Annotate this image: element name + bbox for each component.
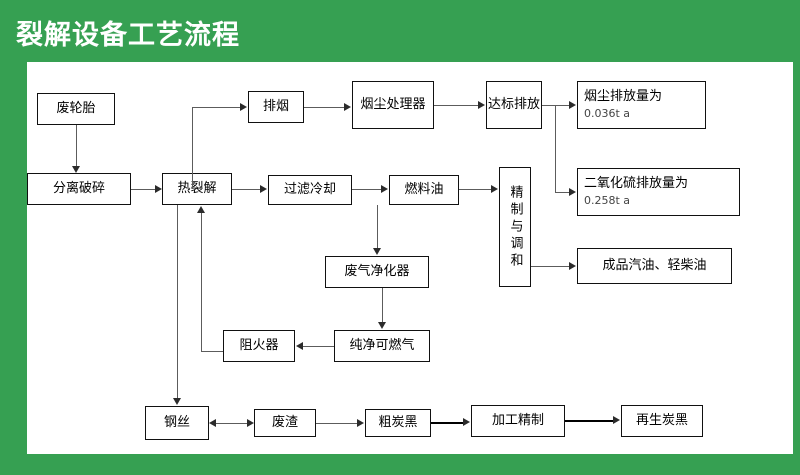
page-title: 裂解设备工艺流程 xyxy=(16,20,240,51)
node-dust-emission[interactable]: 烟尘排放量为 0.036t a xyxy=(577,81,706,129)
node-dust-emission-value: 0.036t a xyxy=(584,107,631,121)
edge-pyrolysis-to-exhaust-smoke-arrow xyxy=(240,103,247,111)
edge-process-refine-to-recycled-carbon xyxy=(565,420,613,422)
node-so2-emission-value: 0.258t a xyxy=(584,194,631,208)
node-process-refine[interactable]: 加工精制 xyxy=(471,405,565,437)
edge-filter-cool-to-gas-purifier-arrow xyxy=(373,248,381,255)
edge-steel-wire-to-waste-residue-arrow-right xyxy=(247,419,254,427)
edge-flame-arrester-to-pyrolysis xyxy=(201,351,223,352)
edge-filter-cool-to-fuel-oil xyxy=(352,189,381,190)
edge-crude-carbon-to-process-refine xyxy=(431,422,463,424)
node-filter-cool[interactable]: 过滤冷却 xyxy=(268,175,352,205)
node-waste-tire[interactable]: 废轮胎 xyxy=(37,93,115,125)
edge-filter-cool-to-gas-purifier xyxy=(377,205,378,248)
node-standard-emission[interactable]: 达标排放 xyxy=(486,81,542,129)
edge-standard-emission-to-so2-arrow xyxy=(569,188,576,196)
node-pyrolysis[interactable]: 热裂解 xyxy=(162,173,232,205)
node-finished-oil[interactable]: 成品汽油、轻柴油 xyxy=(577,248,732,284)
node-flame-arrester[interactable]: 阻火器 xyxy=(223,330,295,362)
edge-clean-gas-to-flame-arrester-arrow xyxy=(296,342,303,350)
edge-separate-crush-to-pyrolysis xyxy=(131,189,155,190)
edge-waste-residue-to-crude-carbon-arrow xyxy=(357,419,364,427)
node-so2-emission[interactable]: 二氧化硫排放量为 0.258t a xyxy=(577,168,740,216)
flowchart-canvas: 废轮胎 分离破碎 热裂解 排烟 烟尘处理器 达标排放 烟尘排放量为 0.036t… xyxy=(27,62,793,454)
edge-waste-residue-to-crude-carbon xyxy=(316,423,357,424)
title-bar: 裂解设备工艺流程 xyxy=(0,0,800,62)
node-so2-emission-label: 二氧化硫排放量为 xyxy=(584,176,689,191)
edge-pyrolysis-to-steel-wire xyxy=(177,205,178,398)
edge-refine-blend-to-finished-oil-arrow xyxy=(569,262,576,270)
node-waste-residue[interactable]: 废渣 xyxy=(254,409,316,437)
node-clean-gas[interactable]: 纯净可燃气 xyxy=(334,330,430,362)
edge-fuel-oil-to-refine-blend xyxy=(459,189,491,190)
node-dust-emission-label: 烟尘排放量为 xyxy=(584,89,663,104)
node-gas-purifier[interactable]: 废气净化器 xyxy=(325,256,429,288)
edge-crude-carbon-to-process-refine-arrow xyxy=(463,418,470,426)
edge-filter-cool-to-fuel-oil-arrow xyxy=(381,185,388,193)
edge-steel-wire-to-waste-residue-arrow-left xyxy=(209,419,216,427)
edge-pyrolysis-to-filter-cool xyxy=(232,189,260,190)
edge-dust-treatment-to-standard-emission xyxy=(434,105,478,106)
edge-gas-purifier-to-clean-gas-arrow xyxy=(378,322,386,329)
node-steel-wire[interactable]: 钢丝 xyxy=(145,406,209,440)
edge-refine-blend-to-finished-oil xyxy=(531,266,569,267)
edge-process-refine-to-recycled-carbon-arrow xyxy=(613,416,620,424)
edge-waste-tire-to-separate-crush-arrow xyxy=(72,166,80,173)
node-exhaust-smoke[interactable]: 排烟 xyxy=(248,91,304,123)
edge-gas-purifier-to-clean-gas xyxy=(382,288,383,322)
edge-pyrolysis-to-exhaust-smoke-riser xyxy=(192,107,193,189)
edge-steel-wire-to-waste-residue xyxy=(216,423,247,424)
edge-standard-emission-to-so2-riser xyxy=(555,105,556,192)
edge-dust-treatment-to-standard-emission-arrow xyxy=(478,101,485,109)
edge-flame-arrester-to-pyrolysis-riser xyxy=(201,213,202,351)
edge-clean-gas-to-flame-arrester xyxy=(303,346,334,347)
node-crude-carbon[interactable]: 粗炭黑 xyxy=(365,409,431,437)
edge-exhaust-smoke-to-dust-treatment-arrow xyxy=(344,103,351,111)
node-refine-blend[interactable]: 精制与调和 xyxy=(499,167,531,287)
edge-standard-emission-to-so2 xyxy=(555,192,569,193)
edge-exhaust-smoke-to-dust-treatment xyxy=(304,107,344,108)
node-recycled-carbon[interactable]: 再生炭黑 xyxy=(621,405,703,437)
node-fuel-oil[interactable]: 燃料油 xyxy=(389,175,459,205)
edge-pyrolysis-to-filter-cool-arrow xyxy=(260,185,267,193)
edge-pyrolysis-to-exhaust-smoke xyxy=(192,107,240,108)
edge-pyrolysis-to-steel-wire-arrow xyxy=(173,398,181,405)
edge-standard-emission-to-dust-emission-arrow xyxy=(569,101,576,109)
node-separate-crush[interactable]: 分离破碎 xyxy=(27,173,131,205)
edge-waste-tire-to-separate-crush xyxy=(76,125,77,166)
edge-fuel-oil-to-refine-blend-arrow xyxy=(491,185,498,193)
node-dust-treatment[interactable]: 烟尘处理器 xyxy=(352,81,434,129)
edge-flame-arrester-to-pyrolysis-arrow xyxy=(197,206,205,213)
edge-separate-crush-to-pyrolysis-arrow xyxy=(155,185,162,193)
